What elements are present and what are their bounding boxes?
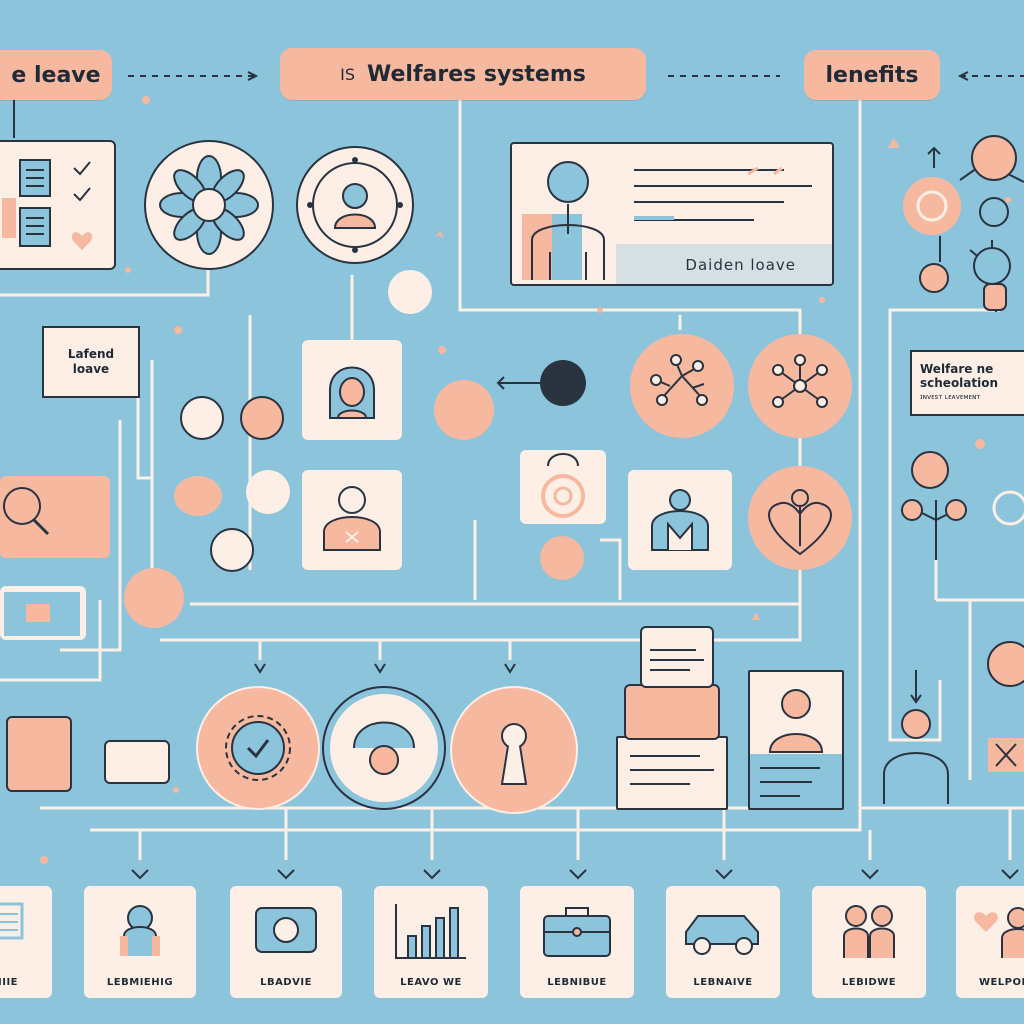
flower-heart-icon [768,489,832,556]
document-stack [616,736,728,810]
bottom-tile-caption: LEBIDWE [841,977,897,988]
left-note-line2: loave [72,362,110,376]
id-card [748,670,844,810]
checklist-board [0,140,116,270]
header-leave-label: e leave [11,62,101,88]
couple-icon [843,905,895,958]
checklist-icon [2,159,93,250]
person-icon [522,161,832,284]
profile-card-caption: Daiden loave [685,256,796,274]
flower-heart-circle [748,466,852,570]
document-top [640,626,714,688]
peach-junction-circle [124,568,184,628]
bottom-tile: LEBNIBUE [520,886,634,998]
person-icon [323,486,381,551]
wallet-tile [104,740,170,784]
right-note-card: Welfare ne scheolation ɪɴᴠᴇsᴛ ʟᴇᴀᴠᴇᴍᴇɴᴛ [910,350,1024,416]
bottom-tile: LBADVIE [230,886,342,998]
person-target-medallion [296,146,414,264]
right-note-line2: scheolation [920,376,999,390]
woman-portrait-tile [302,340,402,440]
network-nodes-icon [772,354,828,408]
person-target-icon [307,157,403,253]
monitor-tile [0,586,86,640]
gear-check-icon [225,715,291,781]
small-peach-dot-1 [434,380,494,440]
header-welfare-label: Welfares systems [367,61,586,87]
header-welfare-prefix: IS [340,64,355,84]
lock-bag-tile [520,450,606,524]
car-icon [685,915,759,955]
magnifier-icon [3,487,50,536]
face-circle-a [180,396,224,440]
bottom-tile: LEBIDWE [812,886,926,998]
bottom-tile: IIIE [0,886,52,998]
left-note-line1: Lafend [67,347,115,361]
bottom-tile: LEBNAIVE [666,886,780,998]
header-benefits-pill: lenefits [804,50,940,100]
briefcase-icon [543,907,611,957]
person-tile [302,470,402,570]
gear-check-medallion [196,686,320,810]
document-icon [0,902,24,940]
left-note-card: Lafend loave [42,326,140,398]
tree-person-tile [628,470,732,570]
molecule-circle-left [630,334,734,438]
header-benefits-label: lenefits [825,62,919,88]
lock-bag-icon [541,453,585,518]
face-circle-b [240,396,284,440]
document-lines-icon [630,755,714,785]
molecule-circle-right [748,334,852,438]
bottom-tile-caption: LEBNIBUE [547,977,607,988]
bottom-tile-caption: IIIE [0,977,18,988]
bar-chart-icon [395,904,466,959]
headset-face-icon [330,694,438,802]
keyhole-medallion [450,686,578,814]
bottom-tile-caption: LEAVO WE [400,977,462,988]
bottom-tile: LEAVO WE [374,886,488,998]
header-welfare-systems-pill: IS Welfares systems [280,48,646,100]
bottom-tile: LEBMIEHIG [84,886,196,998]
bottom-tile-caption: WELPOEI [978,977,1024,988]
flower-icon [159,155,259,255]
bottom-tile-caption: LBADVIE [260,977,312,988]
document-top-icon [650,649,704,671]
document-middle [624,684,720,740]
magnifier-tile [0,476,110,558]
headset-face-medallion [322,686,446,810]
profile-leave-card: Daiden loave [510,142,834,286]
sparkle-circle [388,270,432,314]
bottom-tile: WELPOEI [956,886,1024,998]
notebook-tile [6,716,72,792]
right-note-line1: Welfare ne [920,362,994,376]
badge-circle [174,476,222,516]
keyhole-icon [500,723,528,785]
heart-person-icon [974,907,1024,958]
id-card-icon [750,672,842,808]
small-peach-dot-2 [540,536,584,580]
woman-portrait-icon [329,366,375,419]
monitor-icon [4,592,80,636]
pink-dot-small [210,528,254,572]
person-badge-icon [120,905,160,956]
molecule-icon [650,354,708,406]
target-dark-icon [540,360,586,406]
bottom-tile-caption: LEBMIEHIG [106,977,174,988]
gear-card-icon [255,907,317,953]
bottom-tile-caption: LEBNAIVE [693,977,753,988]
flower-medallion [144,140,274,270]
small-star-circle [246,470,290,514]
header-leave-pill: e leave [0,50,112,100]
right-note-line3: ɪɴᴠᴇsᴛ ʟᴇᴀᴠᴇᴍᴇɴᴛ [920,393,981,401]
tree-person-icon [651,489,709,551]
